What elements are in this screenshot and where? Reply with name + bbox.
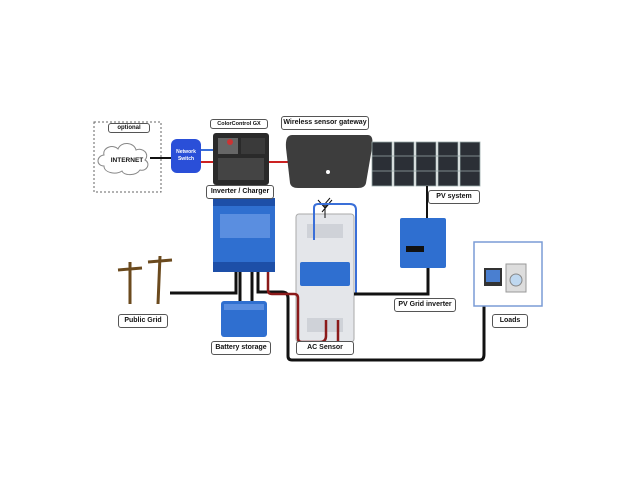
inverter-charger-device <box>213 198 275 272</box>
utility-pole-icon <box>117 255 173 305</box>
ac-sensor-label: AC Sensor <box>296 341 354 355</box>
optional-label: optional <box>108 123 150 133</box>
network-switch-label: Network Switch <box>176 149 196 162</box>
sensor-loop-blue <box>313 203 380 295</box>
pv-panel-array <box>371 141 481 187</box>
network-switch <box>171 139 201 173</box>
internet-label: INTERNET <box>110 157 144 164</box>
colorcontrol-gx-label: ColorControl GX <box>210 119 268 129</box>
colorcontrol-gx-device <box>213 133 269 185</box>
pv-grid-inverter-device <box>400 218 446 268</box>
house-with-computer-and-washer-icon <box>473 241 543 307</box>
public-grid-label: Public Grid <box>118 314 168 328</box>
pv-system-label: PV system <box>428 190 480 204</box>
wireless-gateway-label: Wireless sensor gateway <box>281 116 369 130</box>
battery-device <box>221 301 267 337</box>
cloud-icon <box>97 143 149 176</box>
ac-sensor-device <box>295 213 355 343</box>
pv-grid-inverter-label: PV Grid inverter <box>394 298 456 312</box>
loads-label: Loads <box>492 314 528 328</box>
battery-storage-label: Battery storage <box>211 341 271 355</box>
wireless-gateway-device <box>285 135 373 188</box>
inverter-charger-label: Inverter / Charger <box>206 185 274 199</box>
